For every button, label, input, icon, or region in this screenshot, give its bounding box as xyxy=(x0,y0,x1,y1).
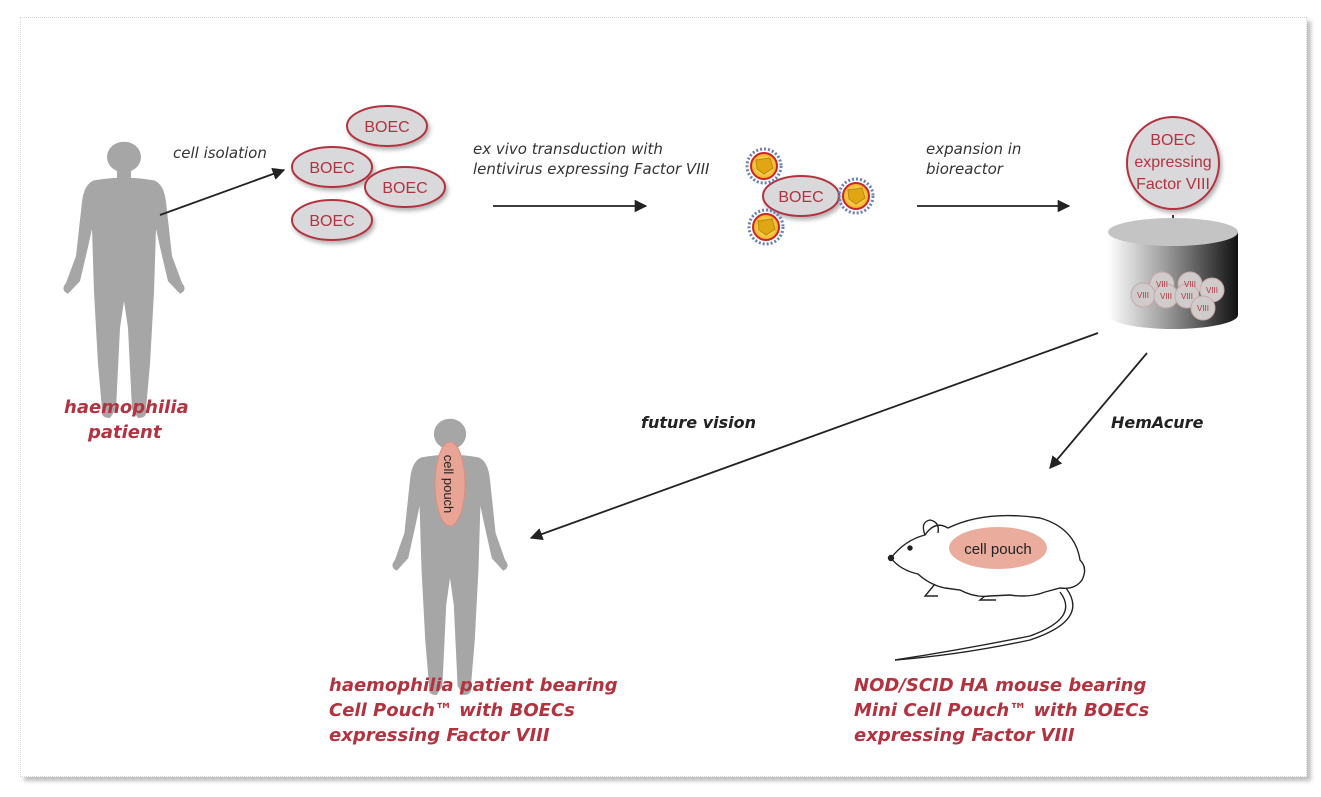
cell-pouch-label: cell pouch xyxy=(964,541,1032,558)
cell-pouch-human xyxy=(434,441,466,527)
label-cell-isolation: cell isolation xyxy=(173,144,267,162)
boec-cluster xyxy=(291,105,446,241)
label-future-vision: future vision xyxy=(641,413,757,432)
expressing-label-1: BOEC xyxy=(1150,132,1195,149)
viii-label: VIII xyxy=(1160,292,1172,301)
label-transduction-1: ex vivo transduction with xyxy=(473,140,663,158)
caption-mouse-1: NOD/SCID HA mouse bearing xyxy=(854,675,1147,696)
label-expansion-1: expansion in xyxy=(926,140,1022,158)
transduced-boec xyxy=(745,147,875,246)
lentivirus-icon xyxy=(837,177,875,215)
caption-mouse-3: expressing Factor VIII xyxy=(854,725,1075,746)
mouse-icon xyxy=(887,514,1086,661)
boec-label: BOEC xyxy=(382,180,427,197)
arrow-cell-isolation xyxy=(159,167,286,216)
boec-expressing-cell xyxy=(1126,116,1220,210)
patient-silhouette-icon xyxy=(63,141,185,418)
diagram-frame xyxy=(20,17,1307,777)
arrow-future-vision xyxy=(529,332,1099,541)
caption-future-2: Cell Pouch™ with BOECs xyxy=(329,700,575,721)
caption-mouse-2: Mini Cell Pouch™ with BOECs xyxy=(854,700,1150,721)
viii-label: VIII xyxy=(1137,291,1149,300)
lentivirus-icon xyxy=(745,147,783,185)
label-hemacure: HemAcure xyxy=(1111,413,1204,432)
label-expansion-2: bioreactor xyxy=(926,160,1003,178)
cell-pouch-mouse xyxy=(949,527,1047,569)
caption-patient-1: haemophilia xyxy=(64,397,189,418)
caption-future-3: expressing Factor VIII xyxy=(329,725,550,746)
boec-label: BOEC xyxy=(309,213,354,230)
cell-pouch-label: cell pouch xyxy=(441,455,456,514)
boec-label: BOEC xyxy=(364,119,409,136)
boec-label: BOEC xyxy=(778,189,823,206)
viii-label: VIII xyxy=(1184,280,1196,289)
viii-label: VIII xyxy=(1156,280,1168,289)
label-transduction-2: lentivirus expressing Factor VIII xyxy=(473,160,710,178)
arrow-hemacure xyxy=(1049,352,1148,469)
caption-patient-2: patient xyxy=(88,422,162,443)
expressing-label-3: Factor VIII xyxy=(1136,176,1210,193)
viii-label: VIII xyxy=(1197,304,1209,313)
caption-future-1: haemophilia patient bearing xyxy=(329,675,618,696)
viii-label: VIII xyxy=(1206,286,1218,295)
boec-label: BOEC xyxy=(309,160,354,177)
lentivirus-icon xyxy=(747,208,785,246)
viii-label: VIII xyxy=(1181,292,1193,301)
expressing-label-2: expressing xyxy=(1134,154,1211,171)
bioreactor-icon: VIII VIII VIII VIII VIII VIII VIII xyxy=(1108,218,1238,329)
